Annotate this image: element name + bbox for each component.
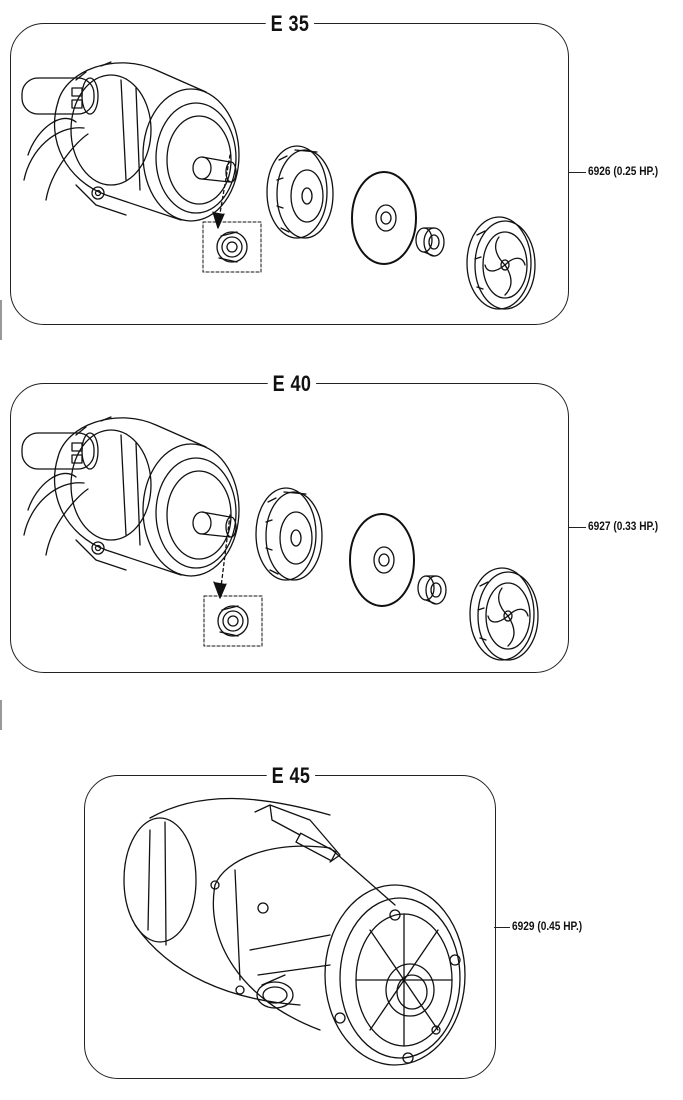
scan-edge-mark [0, 300, 2, 340]
panel-e35-title: E 35 [265, 12, 315, 36]
panel-e40-callout-line [568, 527, 586, 528]
scan-edge-mark [0, 700, 2, 730]
panel-e40-title: E 40 [267, 372, 317, 396]
panel-e45 [84, 775, 496, 1079]
pump-motor-assembly [123, 797, 466, 1066]
panel-e45-title: E 45 [266, 764, 316, 788]
panel-e35-callout-label: 6926 (0.25 HP.) [588, 166, 659, 178]
panel-e40-callout-label: 6927 (0.33 HP.) [588, 521, 659, 533]
panel-e35-callout-line [568, 172, 586, 173]
panel-e45-callout-label: 6929 (0.45 HP.) [512, 921, 583, 933]
panel-e45-callout-line [494, 927, 510, 928]
